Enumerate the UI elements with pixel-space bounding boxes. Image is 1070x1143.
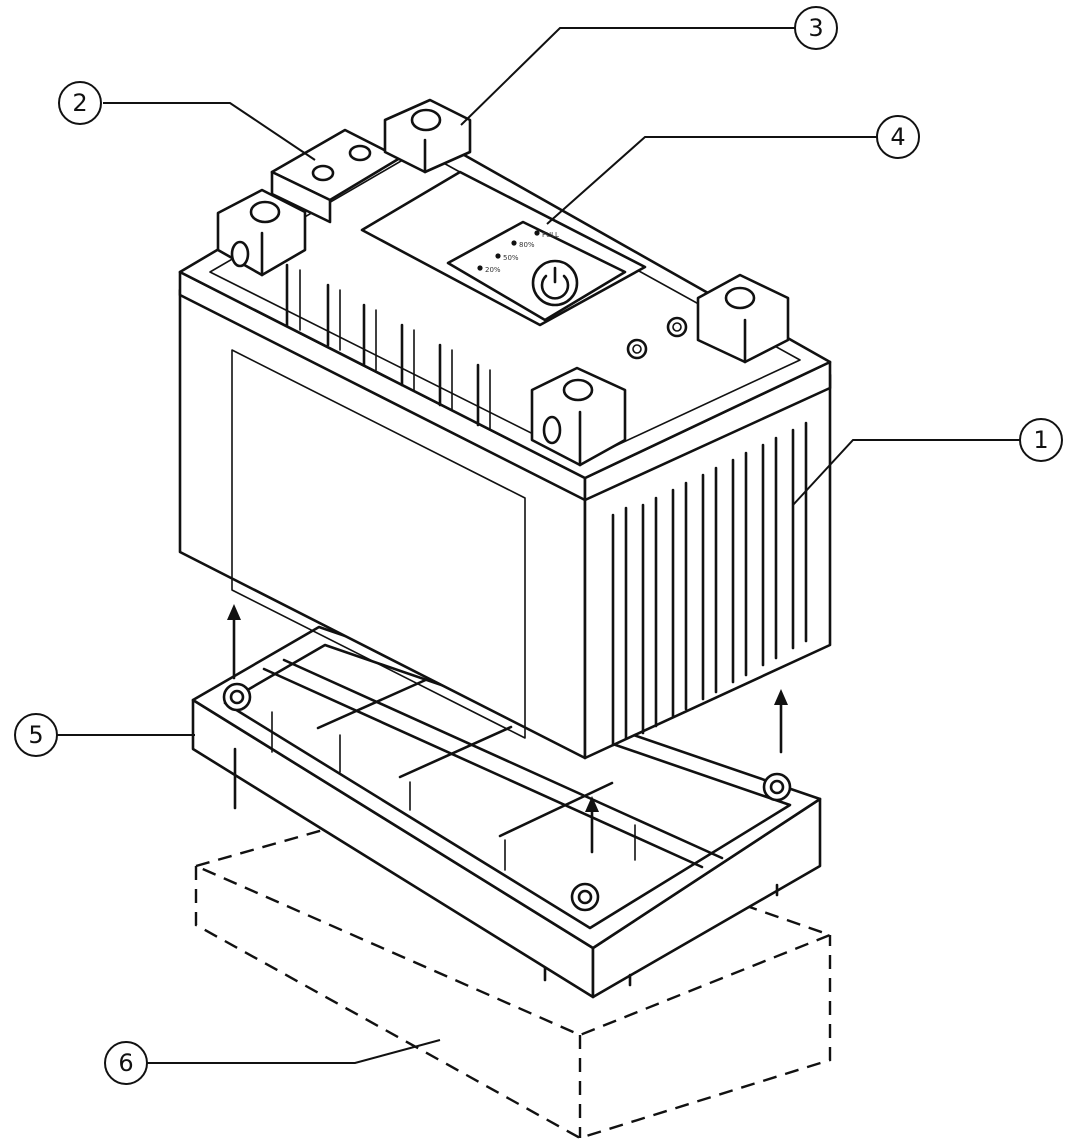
led-label-full: FULL — [542, 231, 559, 239]
svg-text:4: 4 — [890, 123, 905, 151]
arrow-up-icon — [774, 689, 788, 705]
tray-bolt — [222, 682, 252, 712]
callout-2: 2 — [58, 81, 102, 125]
led-label-80: 80% — [519, 241, 535, 249]
callout-5: 5 — [14, 713, 58, 757]
terminal-rear — [383, 98, 472, 174]
lift-arrows — [227, 604, 788, 854]
led-80 — [511, 240, 517, 246]
led-label-50: 50% — [503, 254, 519, 262]
callout-4: 4 — [876, 115, 920, 159]
terminal-front — [530, 366, 627, 467]
tray-bolt — [570, 882, 600, 912]
callout-1: 1 — [1019, 418, 1063, 462]
svg-text:6: 6 — [118, 1049, 133, 1077]
base-tray — [191, 625, 822, 999]
lid-screws — [626, 316, 688, 360]
led-label-20: 20% — [485, 266, 501, 274]
arrow-up-icon — [585, 796, 599, 812]
svg-text:2: 2 — [72, 89, 87, 117]
callout-3: 3 — [794, 6, 838, 50]
leader-lines — [57, 27, 1020, 1064]
led-20 — [477, 265, 483, 271]
callout-6: 6 — [104, 1041, 148, 1085]
led-50 — [495, 253, 501, 259]
terminal-right — [696, 273, 790, 364]
svg-text:3: 3 — [808, 14, 823, 42]
terminal-left — [216, 188, 307, 277]
power-icon — [540, 266, 570, 300]
indicator-panel: FULL 80% 50% 20% — [360, 170, 647, 327]
arrow-up-icon — [227, 604, 241, 620]
svg-text:1: 1 — [1033, 426, 1048, 454]
tray-bolt — [762, 772, 792, 802]
power-button — [531, 259, 579, 307]
led-full — [534, 230, 540, 236]
svg-text:5: 5 — [28, 721, 43, 749]
